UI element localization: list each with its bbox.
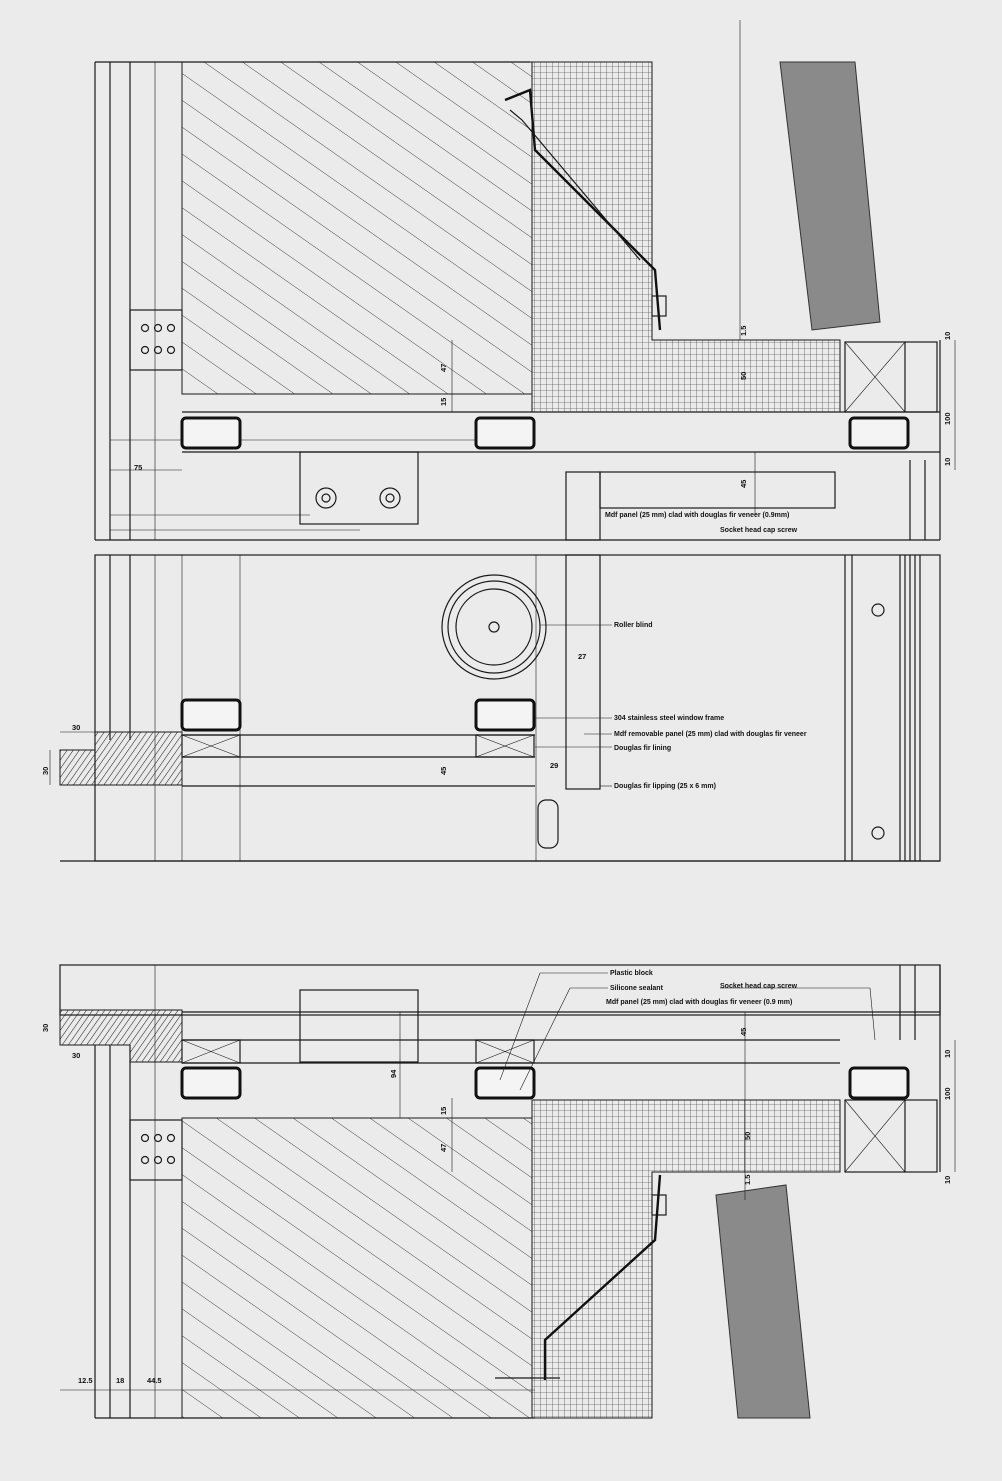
dim-30: 30: [72, 1051, 80, 1060]
wood-sill-jamb: [59, 731, 183, 786]
dim-15: 15: [439, 1107, 448, 1115]
label-fir-lipping: Douglas fir lipping (25 x 6 mm): [614, 783, 716, 790]
label-sill-socket-screw: Socket head cap screw: [720, 983, 798, 990]
steel-tube: [474, 698, 536, 732]
dim-45: 45: [439, 767, 448, 775]
dim-12-5: 12.5: [78, 1376, 93, 1385]
dim-15: 15: [439, 398, 448, 406]
wall-hatch-head: [181, 61, 533, 395]
dim-10: 10: [943, 332, 952, 340]
dim-30: 30: [41, 1024, 50, 1032]
dim-10: 10: [943, 458, 952, 466]
label-sill-mdf-panel: Mdf panel (25 mm) clad with douglas fir …: [606, 999, 792, 1006]
dim-100: 100: [943, 1087, 952, 1100]
dim-30: 30: [72, 723, 80, 732]
dim-45: 45: [739, 480, 748, 488]
steel-tube: [180, 1066, 242, 1100]
dim-100: 100: [943, 412, 952, 425]
label-roller-blind: Roller blind: [614, 622, 653, 629]
dim-44-5: 44.5: [147, 1376, 162, 1385]
sill-section: [59, 964, 956, 1419]
label-window-frame: 304 stainless steel window frame: [614, 715, 724, 722]
dim-50: 50: [743, 1132, 752, 1140]
dim-18: 18: [116, 1376, 124, 1385]
label-mdf-removable: Mdf removable panel (25 mm) clad with do…: [614, 731, 807, 738]
dim-27: 27: [578, 652, 586, 661]
wall-hatch-bottom: [181, 1117, 533, 1419]
label-plastic-block: Plastic block: [610, 970, 653, 977]
dim-30: 30: [41, 767, 50, 775]
steel-tube: [848, 1066, 910, 1100]
steel-tube: [848, 416, 910, 450]
head-section: [94, 20, 956, 541]
jamb-section: [49, 554, 941, 862]
steel-tube: [474, 1066, 536, 1100]
wood-sill-bottom: [59, 1009, 183, 1063]
label-fir-lining: Douglas fir lining: [614, 745, 671, 752]
dim-10: 10: [943, 1176, 952, 1184]
label-silicone-sealant: Silicone sealant: [610, 985, 664, 992]
roller-blind: [441, 574, 547, 680]
steel-tube: [474, 416, 536, 450]
dim-75: 75: [134, 463, 142, 472]
glass-pane-bottom: [715, 1184, 811, 1419]
dim-1-5: 1.5: [739, 326, 748, 336]
dim-50: 50: [739, 372, 748, 380]
dim-1-5: 1.5: [743, 1175, 752, 1185]
dim-45: 45: [739, 1028, 748, 1036]
label-head-mdf-panel: Mdf panel (25 mm) clad with douglas fir …: [605, 512, 789, 519]
insulation-mesh-bottom: [531, 1099, 841, 1419]
dim-29: 29: [550, 761, 558, 770]
glass-pane-head: [779, 61, 881, 331]
dim-94: 94: [389, 1069, 398, 1078]
steel-tube: [180, 416, 242, 450]
label-head-socket-screw: Socket head cap screw: [720, 527, 798, 534]
steel-tube: [180, 698, 242, 732]
dim-47: 47: [439, 1144, 448, 1152]
dim-47: 47: [439, 364, 448, 372]
dim-10: 10: [943, 1050, 952, 1058]
